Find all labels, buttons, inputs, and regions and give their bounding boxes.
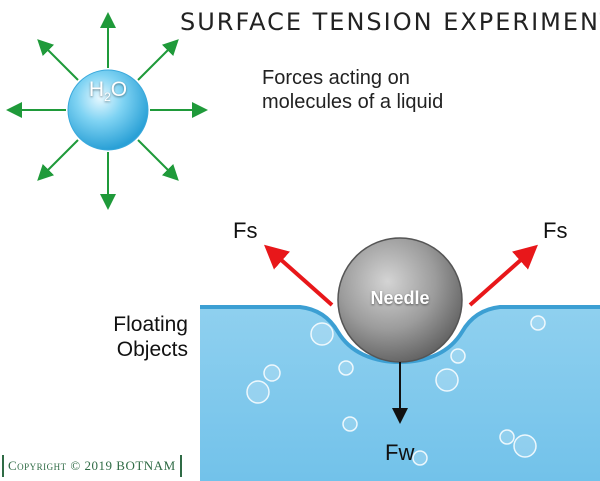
weight-force-label: Fw [385,440,415,465]
copyright-notice: Copyright © 2019 BOTNAM [2,455,182,477]
molecule-label-o: O [110,78,128,101]
molecule-force-arrows [6,12,208,210]
molecule-arrow-down-right [137,139,179,181]
water-molecule [67,69,149,151]
bubble [530,315,546,331]
molecule-label: H2O [70,78,146,104]
bubble [263,364,281,382]
page-title: SURFACE TENSION EXPERIMENT [180,8,600,36]
needle-label: Needle [370,288,430,308]
subtitle-line-1: Forces acting on [262,67,410,89]
surface-force-label-left: Fs [233,218,258,243]
bubble [342,416,358,432]
water-bubbles [246,315,546,466]
bubble [513,434,537,458]
bubble [412,450,428,466]
surface-force-arrow-left [264,244,334,307]
bubble [310,322,334,346]
molecule-arrow-up-right [137,39,179,81]
bubble [499,429,515,445]
subtitle-line-2: molecules of a liquid [262,91,444,113]
molecule-arrow-down-left [37,139,79,181]
molecule-arrow-up-left [37,39,79,81]
subtitle: Forces acting on molecules of a liquid [262,66,443,114]
bubble [246,380,270,404]
bubble [435,368,459,392]
bubble [450,348,466,364]
floating-objects-line-2: Objects [116,338,188,361]
surface-force-arrow-right [468,244,538,307]
floating-objects-label: Floating Objects [113,312,188,362]
molecule-label-h: H [88,78,105,101]
surface-force-label-right: Fs [543,218,568,243]
floating-objects-line-1: Floating [113,313,188,336]
molecule-label-subscript: 2 [104,90,111,105]
bubble [338,360,354,376]
